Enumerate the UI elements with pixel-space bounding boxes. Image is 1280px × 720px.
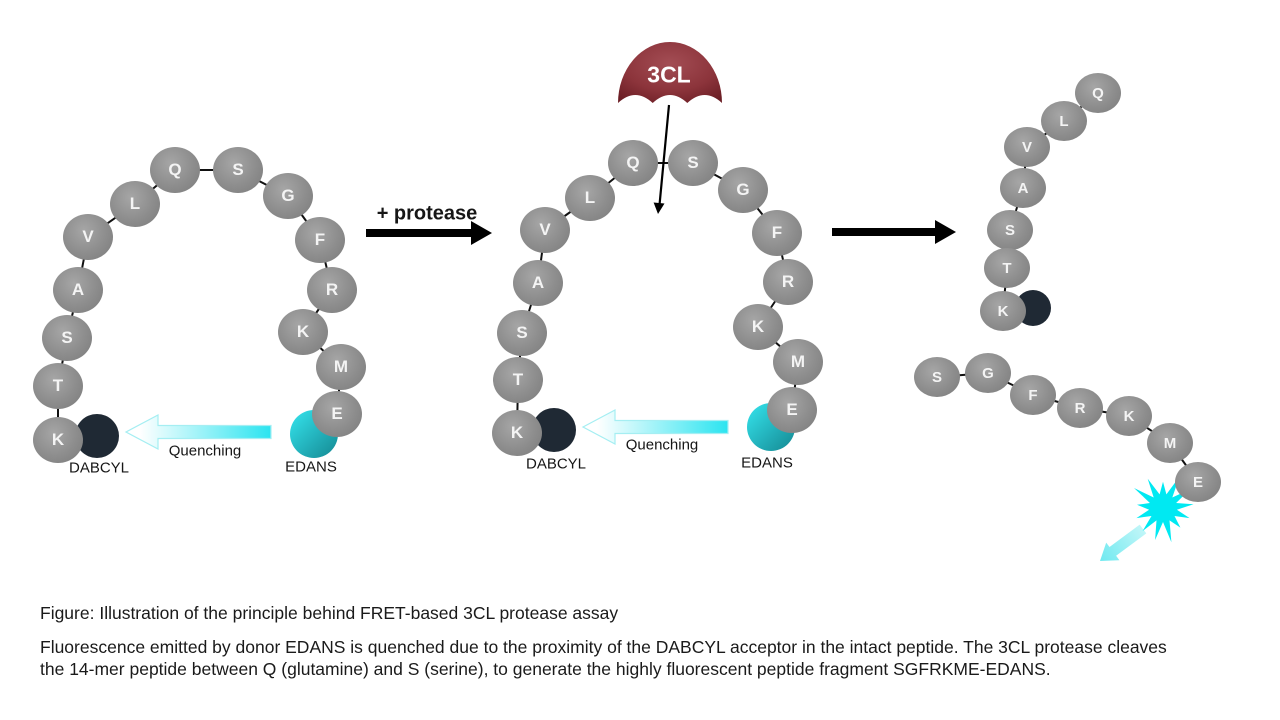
residue-bead-k: K — [733, 304, 783, 350]
residue-bead-s: S — [668, 140, 718, 186]
residue-bead-g: G — [965, 353, 1011, 393]
residue-bead-e: E — [1175, 462, 1221, 502]
residue-bead-a: A — [53, 267, 103, 313]
residue-bead-k: K — [492, 410, 542, 456]
residue-bead-q: Q — [608, 140, 658, 186]
residue-bead-f: F — [752, 210, 802, 256]
residue-bead-t: T — [33, 363, 83, 409]
residue-bead-k: K — [278, 309, 328, 355]
residue-bead-f: F — [295, 217, 345, 263]
protease-arrow-label: + protease — [376, 202, 478, 225]
residue-bead-r: R — [307, 267, 357, 313]
residue-bead-r: R — [763, 259, 813, 305]
residue-bead-e: E — [312, 391, 362, 437]
residue-bead-m: M — [773, 339, 823, 385]
edans-label-middle: EDANS — [741, 454, 793, 472]
residue-bead-a: A — [513, 260, 563, 306]
residue-bead-l: L — [1041, 101, 1087, 141]
residue-bead-e: E — [767, 387, 817, 433]
residue-bead-s: S — [914, 357, 960, 397]
enzyme-3cl-label: 3CL — [647, 61, 691, 88]
residue-bead-g: G — [263, 173, 313, 219]
quenching-label-middle: Quenching — [625, 436, 699, 454]
quenching-label-left: Quenching — [168, 442, 242, 460]
residue-bead-a: A — [1000, 168, 1046, 208]
figure-caption-body: Fluorescence emitted by donor EDANS is q… — [40, 637, 1167, 679]
dabcyl-label-left: DABCYL — [68, 459, 130, 477]
residue-bead-t: T — [984, 248, 1030, 288]
residue-bead-k: K — [980, 291, 1026, 331]
residue-bead-k: K — [1106, 396, 1152, 436]
residue-bead-f: F — [1010, 375, 1056, 415]
residue-bead-v: V — [1004, 127, 1050, 167]
emission-arrow — [1100, 524, 1147, 561]
residue-bead-m: M — [1147, 423, 1193, 463]
residue-bead-s: S — [213, 147, 263, 193]
residue-bead-g: G — [718, 167, 768, 213]
products-arrow — [832, 220, 956, 244]
dabcyl-label-middle: DABCYL — [525, 455, 587, 473]
residue-bead-q: Q — [150, 147, 200, 193]
residue-bead-k: K — [33, 417, 83, 463]
residue-bead-m: M — [316, 344, 366, 390]
residue-bead-t: T — [493, 357, 543, 403]
residue-bead-s: S — [987, 210, 1033, 250]
residue-bead-v: V — [520, 207, 570, 253]
residue-bead-v: V — [63, 214, 113, 260]
residue-bead-s: S — [497, 310, 547, 356]
figure-caption-title: Figure: Illustration of the principle be… — [40, 603, 619, 623]
residue-bead-l: L — [565, 175, 615, 221]
residue-bead-s: S — [42, 315, 92, 361]
residue-bead-q: Q — [1075, 73, 1121, 113]
edans-label-left: EDANS — [285, 458, 337, 476]
residue-bead-r: R — [1057, 388, 1103, 428]
residue-bead-l: L — [110, 181, 160, 227]
